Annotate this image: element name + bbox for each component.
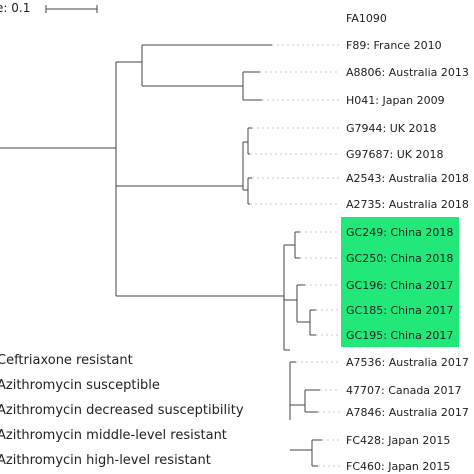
tip-label: GC250: China 2018: [346, 252, 453, 265]
tip-label: FC428: Japan 2015: [346, 434, 450, 447]
tip-label: G7944: UK 2018: [346, 122, 436, 135]
legend-item-ceftriaxone-resistant: Ceftriaxone resistant: [0, 353, 133, 368]
tip-label: GC195: China 2017: [346, 329, 453, 342]
china-clade-highlight: [341, 217, 459, 347]
tip-label: A2735: Australia 2018: [346, 198, 469, 211]
tip-label: GC196: China 2017: [346, 279, 453, 292]
legend-item-azithromycin-high: Azithromycin high-level resistant: [0, 453, 211, 468]
tip-label: FC460: Japan 2015: [346, 460, 450, 473]
legend-item-azithromycin-susceptible: Azithromycin susceptible: [0, 378, 160, 393]
legend-item-azithromycin-decreased: Azithromycin decreased susceptibility: [0, 403, 244, 418]
tip-guides: [250, 44, 340, 467]
legend-item-azithromycin-middle: Azithromycin middle-level resistant: [0, 428, 227, 443]
tip-label: F89: France 2010: [346, 39, 442, 52]
tip-label: 47707: Canada 2017: [346, 384, 462, 397]
tip-label: A2543: Australia 2018: [346, 172, 469, 185]
tree-branches: [0, 44, 322, 467]
tip-label: A8806: Australia 2013: [346, 66, 469, 79]
tip-label: GC185: China 2017: [346, 304, 453, 317]
scale-bar: e: 0.1: [0, 1, 98, 15]
legend: Ceftriaxone resistant Azithromycin susce…: [0, 353, 244, 468]
tip-label: A7846: Australia 2017: [346, 406, 469, 419]
scale-bar-label: e: 0.1: [0, 1, 30, 15]
tip-label: A7536: Australia 2017: [346, 356, 469, 369]
tip-label: G97687: UK 2018: [346, 148, 443, 161]
tip-label: GC249: China 2018: [346, 226, 453, 239]
tip-label: FA1090: [346, 12, 387, 25]
tip-labels: FA1090 F89: France 2010 A8806: Australia…: [346, 12, 469, 473]
tip-label: H041: Japan 2009: [346, 94, 445, 107]
